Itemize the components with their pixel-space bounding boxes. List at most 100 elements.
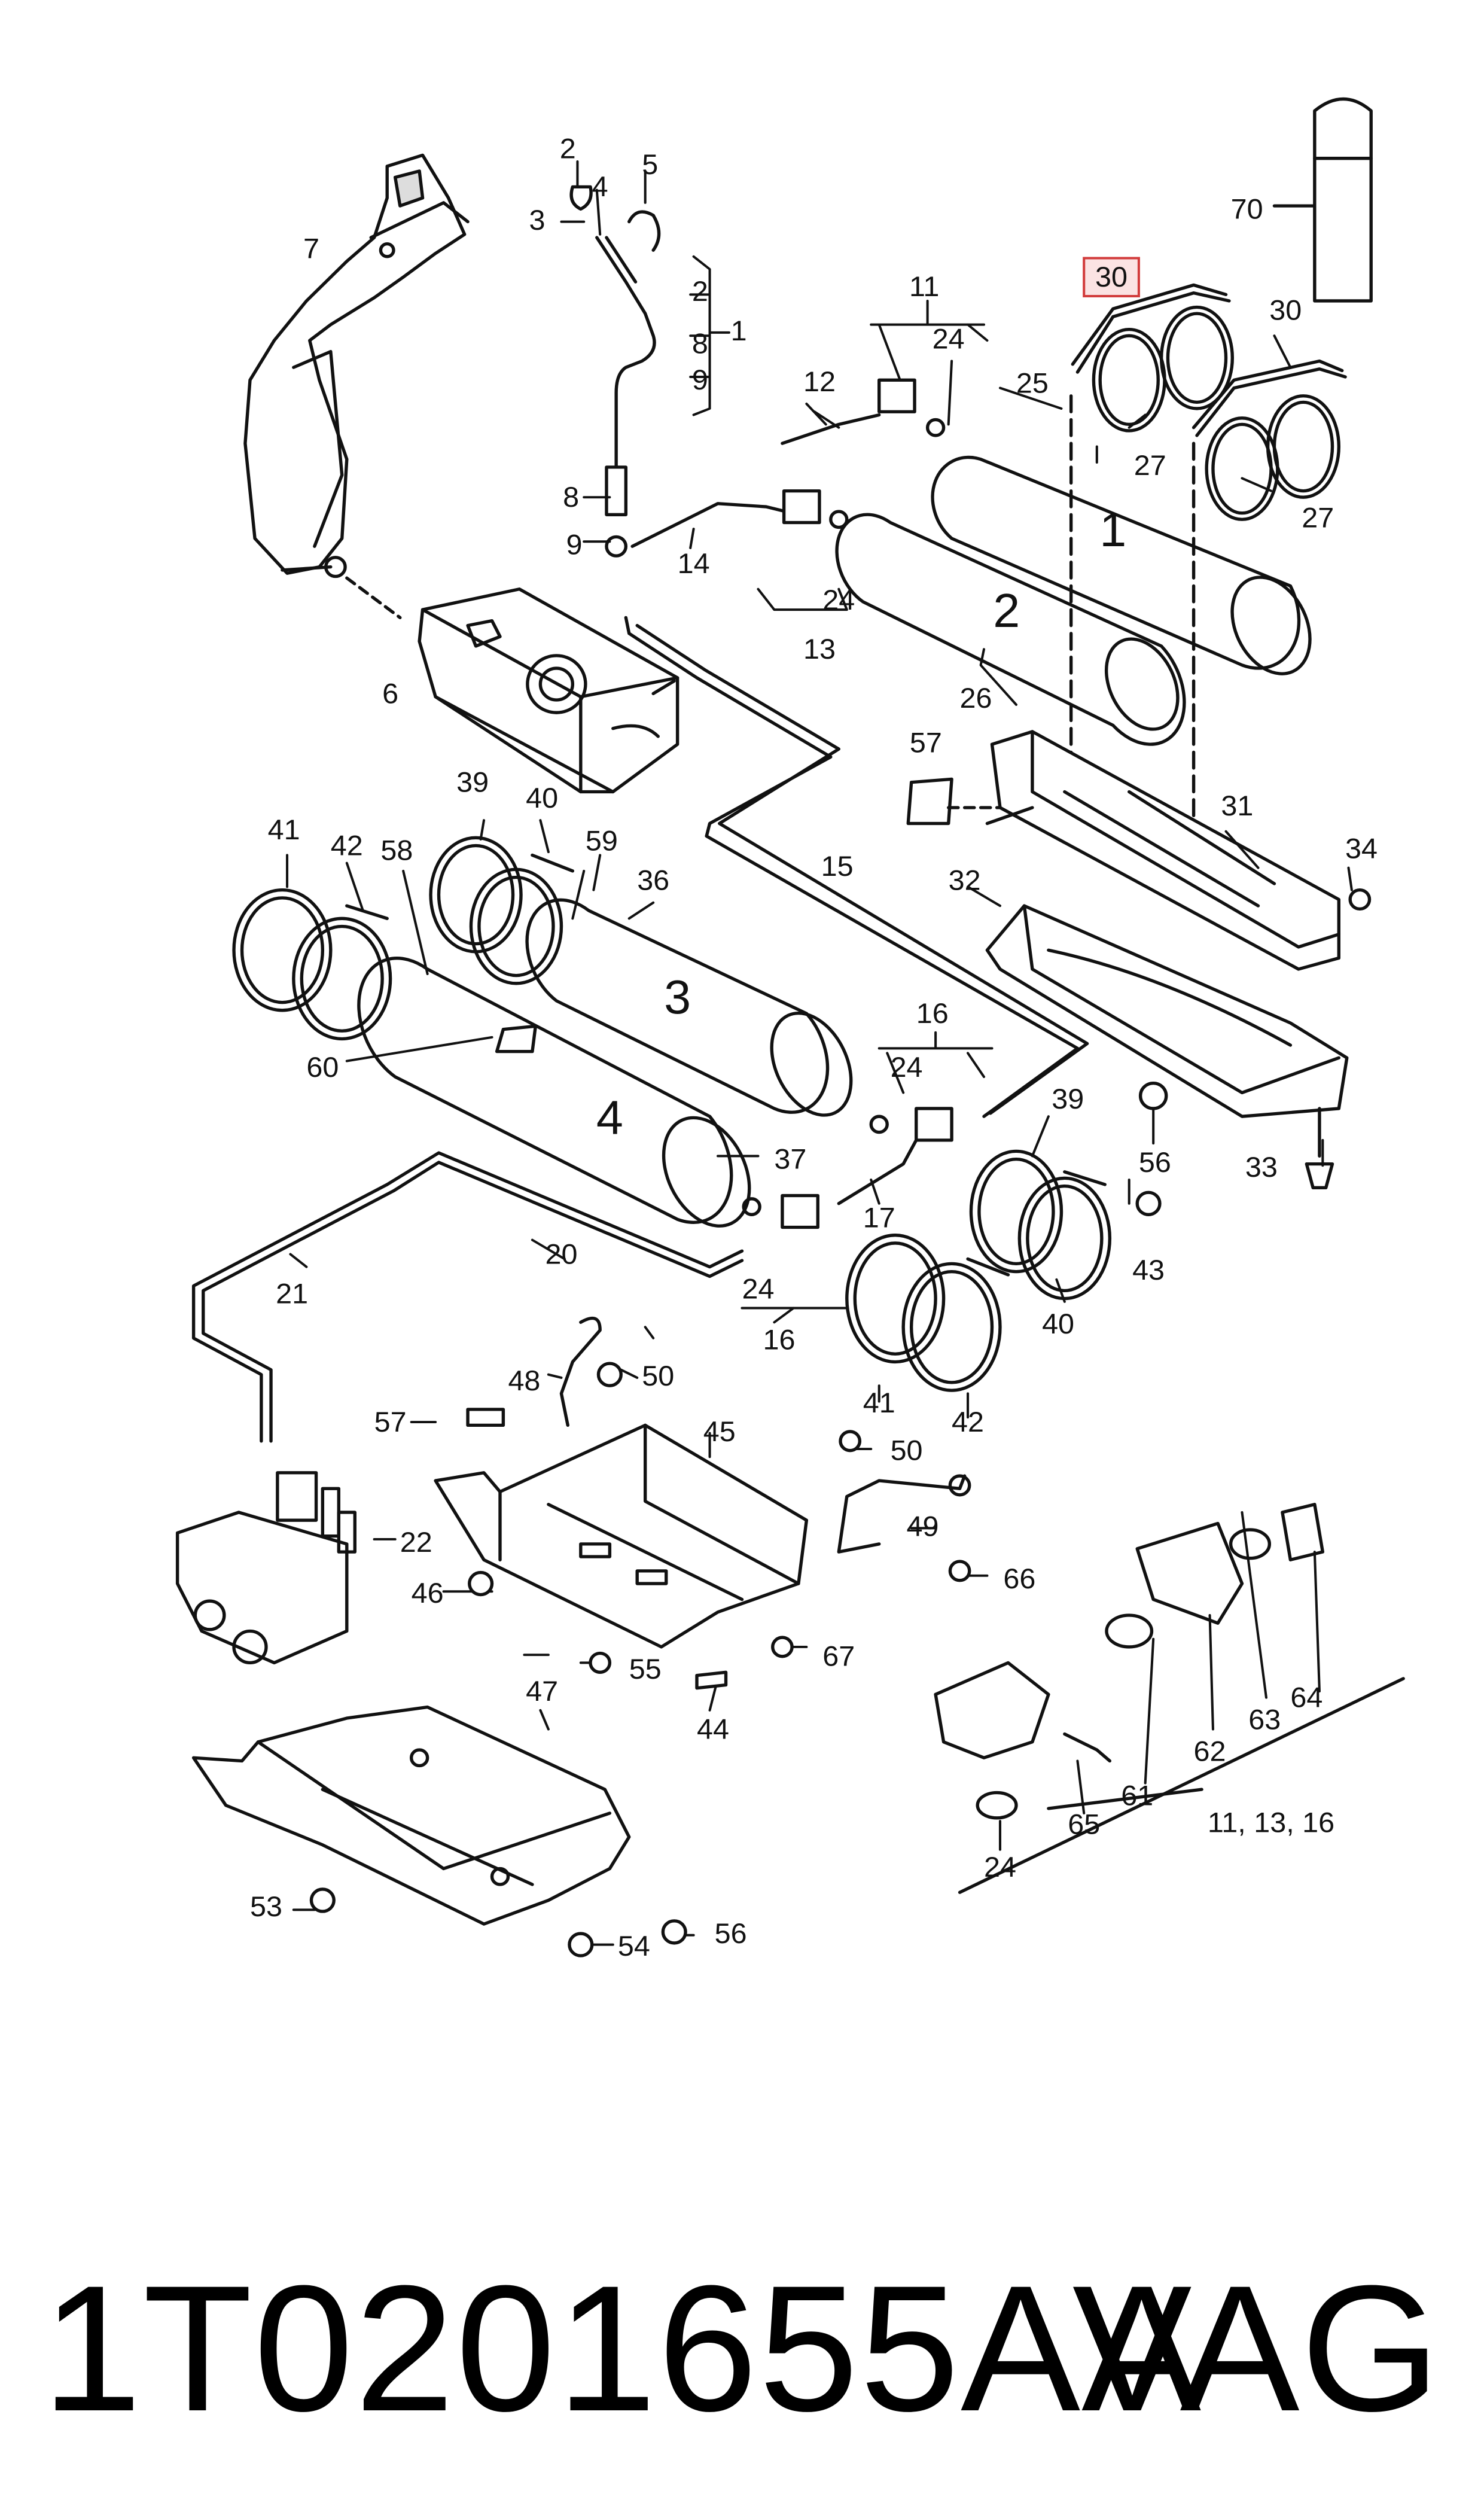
callout-59: 59 — [586, 825, 618, 857]
callout-8a: 8 — [692, 328, 708, 360]
part-number: 1T0201655AA — [42, 2248, 1203, 2449]
callout-20: 20 — [545, 1238, 577, 1270]
callout-6: 6 — [382, 678, 398, 710]
callout-27b: 27 — [1302, 502, 1334, 534]
callout-11: 11 — [909, 270, 939, 302]
callout-9a: 9 — [692, 364, 708, 396]
tank-label-2: 2 — [993, 584, 1020, 637]
callout-34: 34 — [1345, 833, 1378, 864]
callout-56a: 56 — [1139, 1146, 1171, 1178]
tank-bands-right — [845, 1149, 1112, 1392]
callout-4: 4 — [592, 171, 608, 203]
callout-58: 58 — [380, 835, 413, 866]
heat-shield-32 — [985, 904, 1349, 1189]
bracket-48-49 — [559, 1316, 971, 1554]
filler-neck — [243, 153, 470, 619]
callout-9b: 9 — [566, 529, 583, 561]
callout-2a: 2 — [560, 133, 576, 165]
callout-8b: 8 — [563, 481, 579, 513]
callout-39b: 39 — [1052, 1083, 1084, 1115]
callout-13: 13 — [803, 634, 836, 665]
callout-56b: 56 — [715, 1917, 747, 1949]
underbody-shield-47 — [191, 1705, 631, 1926]
callout-53: 53 — [250, 1890, 282, 1922]
callout-62: 62 — [1194, 1735, 1226, 1767]
callout-2b: 2 — [692, 275, 708, 307]
callout-67: 67 — [822, 1640, 855, 1672]
callout-30a: 30 — [1095, 261, 1128, 293]
callout-21: 21 — [276, 1278, 308, 1310]
callout-14: 14 — [678, 548, 710, 580]
tank-bands-upper — [1069, 283, 1347, 917]
callout-26: 26 — [960, 683, 992, 714]
leader-lines — [285, 160, 1353, 1946]
exploded-parts-diagram: 2 5 3 4 7 2 8 1 9 8 9 14 6 11 24 12 24 1… — [175, 97, 1405, 1962]
callout-57b: 57 — [374, 1406, 407, 1438]
cover-plate-45 — [434, 1423, 809, 1649]
callout-54: 54 — [618, 1931, 650, 1962]
callout-40b: 40 — [1042, 1308, 1074, 1339]
gas-cylinder-3 — [525, 898, 853, 1117]
cylinder-70 — [1272, 97, 1373, 303]
callout-63: 63 — [1248, 1704, 1281, 1735]
callout-22: 22 — [400, 1527, 432, 1558]
tank-labels: 1 2 3 4 — [596, 503, 1126, 1144]
callout-37: 37 — [774, 1143, 806, 1175]
callout-25: 25 — [1016, 367, 1049, 399]
fasteners — [309, 888, 1372, 1957]
callout-36: 36 — [637, 864, 669, 896]
gas-cylinder-1 — [931, 455, 1312, 675]
callout-49: 49 — [907, 1511, 939, 1542]
tank-bands-left — [232, 836, 575, 1041]
callout-42a: 42 — [331, 830, 363, 861]
callout-46: 46 — [412, 1577, 444, 1609]
fuel-line-15 — [624, 616, 1089, 1118]
callout-60: 60 — [306, 1051, 339, 1083]
tank-label-3: 3 — [664, 970, 691, 1024]
gas-cylinder-2 — [835, 513, 1186, 746]
callout-47: 47 — [526, 1675, 558, 1707]
callout-5: 5 — [642, 149, 658, 181]
callout-12: 12 — [803, 366, 836, 397]
callout-27a: 27 — [1134, 450, 1166, 482]
callout-24e: 24 — [984, 1851, 1016, 1883]
callout-7: 7 — [303, 233, 319, 264]
callout-70: 70 — [1231, 193, 1263, 225]
callout-42b: 42 — [952, 1406, 984, 1438]
callout-17: 17 — [863, 1202, 895, 1234]
fuel-tank-unit — [418, 587, 679, 794]
fuel-line-20-21 — [191, 1151, 744, 1443]
callout-24b: 24 — [822, 584, 855, 616]
gasket-57 — [906, 777, 1002, 826]
callout-1a: 1 — [731, 315, 747, 347]
callout-55: 55 — [629, 1653, 662, 1685]
callout-33: 33 — [1245, 1151, 1278, 1183]
callout-group-11-13-16: 11, 13, 16 — [1208, 1807, 1334, 1838]
callout-41a: 41 — [268, 814, 300, 845]
callout-39a: 39 — [456, 766, 489, 798]
callout-65: 65 — [1068, 1808, 1100, 1840]
callout-61: 61 — [1121, 1780, 1153, 1811]
callout-50b: 50 — [891, 1435, 923, 1466]
callout-24c: 24 — [891, 1051, 923, 1083]
highlighted-callout-30-box — [1083, 257, 1140, 297]
valve-detail-assembly — [934, 1503, 1405, 1894]
part-number-banner: 1T0201655AA VAG — [42, 2249, 1442, 2447]
fuel-line-upper — [569, 185, 800, 558]
callout-3: 3 — [529, 204, 546, 236]
callout-16b: 16 — [763, 1324, 796, 1356]
callout-44: 44 — [697, 1713, 729, 1745]
callout-50a: 50 — [642, 1360, 674, 1392]
callout-32: 32 — [949, 864, 981, 896]
callout-40a: 40 — [526, 782, 558, 814]
pressure-regulator — [175, 1471, 356, 1665]
callout-30b: 30 — [1269, 294, 1302, 326]
callout-labels: 2 5 3 4 7 2 8 1 9 8 9 14 6 11 24 12 24 1… — [250, 133, 1378, 1962]
callout-24d: 24 — [742, 1273, 774, 1305]
callout-24a: 24 — [933, 323, 965, 355]
tank-label-4: 4 — [596, 1091, 623, 1144]
callout-31: 31 — [1221, 790, 1253, 822]
shutoff-valves — [742, 378, 953, 1229]
callout-64: 64 — [1290, 1682, 1323, 1713]
callout-48: 48 — [508, 1365, 540, 1397]
